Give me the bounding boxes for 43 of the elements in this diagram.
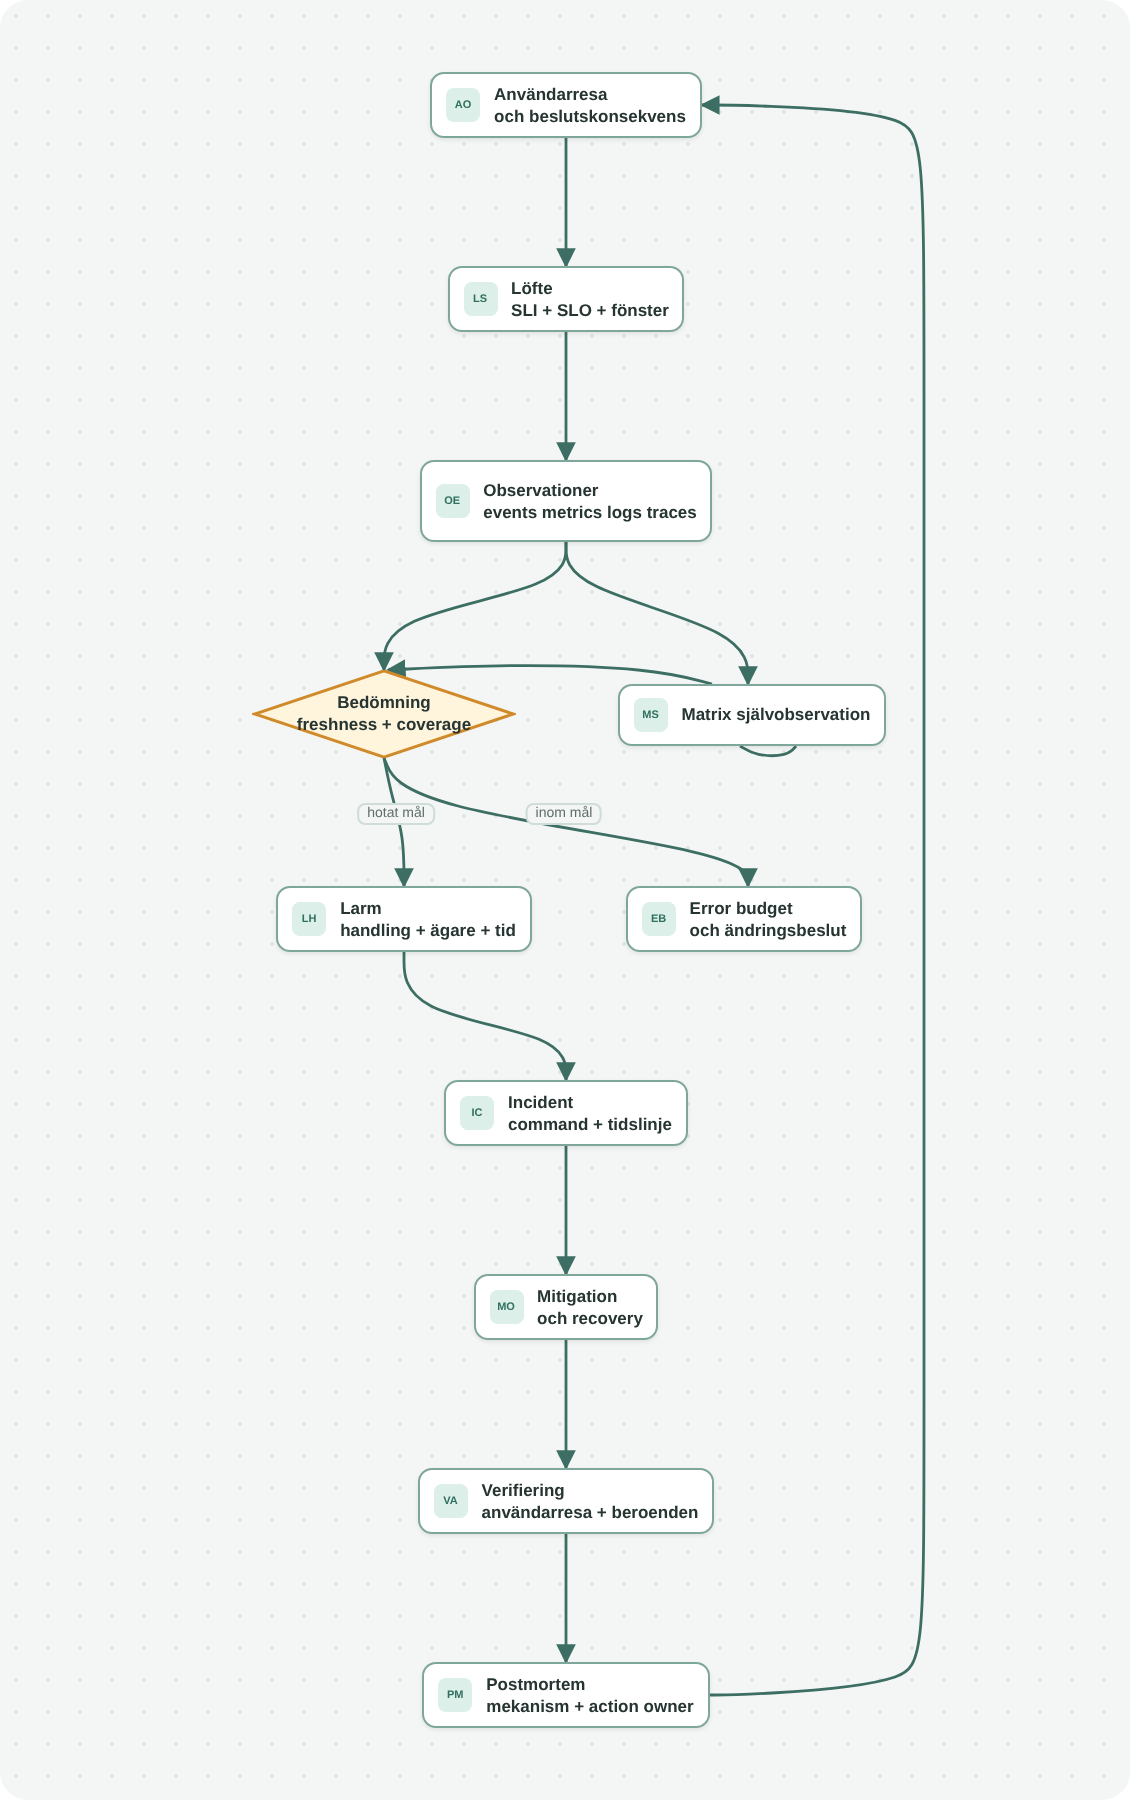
process-box (417, 1468, 715, 1534)
node-label: Observationer (483, 479, 601, 501)
process-box (430, 72, 702, 138)
decision-diamond (252, 670, 516, 758)
process-box (422, 1662, 710, 1728)
node-label: och beslutskonsekvens (494, 105, 686, 127)
node-label: freshness + coverage (296, 714, 472, 736)
process-box (625, 886, 863, 952)
node-label: Användarresa (494, 83, 610, 105)
node-label: Löfte (511, 277, 555, 299)
node-label: Postmortem (486, 1673, 588, 1695)
arrow (382, 757, 758, 888)
node-label: Incident (508, 1091, 576, 1113)
arrow (556, 1534, 576, 1664)
arrow (556, 138, 576, 268)
node-label: Mitigation (537, 1285, 620, 1307)
node-label: Error budget (689, 897, 795, 919)
process-box (276, 886, 532, 952)
arrow (699, 95, 926, 1697)
arrow (556, 332, 576, 462)
node-label: mekanism + action owner (486, 1695, 694, 1717)
process-box (447, 266, 685, 332)
arrow (556, 1340, 576, 1470)
node-label: SLI + SLO + fönster (511, 299, 669, 321)
node-label: events metrics logs traces (483, 501, 697, 523)
connector-line (739, 744, 798, 757)
process-box (444, 1080, 688, 1146)
process-box (617, 684, 887, 746)
arrow (556, 1146, 576, 1276)
arrow (386, 659, 713, 686)
arrow (402, 952, 576, 1082)
node-label: Larm (340, 897, 384, 919)
node-label: Bedömning (337, 692, 431, 714)
node-label: Verifiering (481, 1479, 567, 1501)
process-box (473, 1274, 659, 1340)
node-label: användarresa + beroenden (481, 1501, 699, 1523)
process-box (419, 460, 713, 542)
arrow (564, 542, 758, 686)
node-label: och ändringsbeslut (689, 919, 847, 941)
node-label: och recovery (537, 1307, 643, 1329)
node-label: Matrix självobservation (681, 704, 871, 726)
node-label: handling + ägare + tid (340, 919, 516, 941)
node-label: command + tidslinje (508, 1113, 672, 1135)
